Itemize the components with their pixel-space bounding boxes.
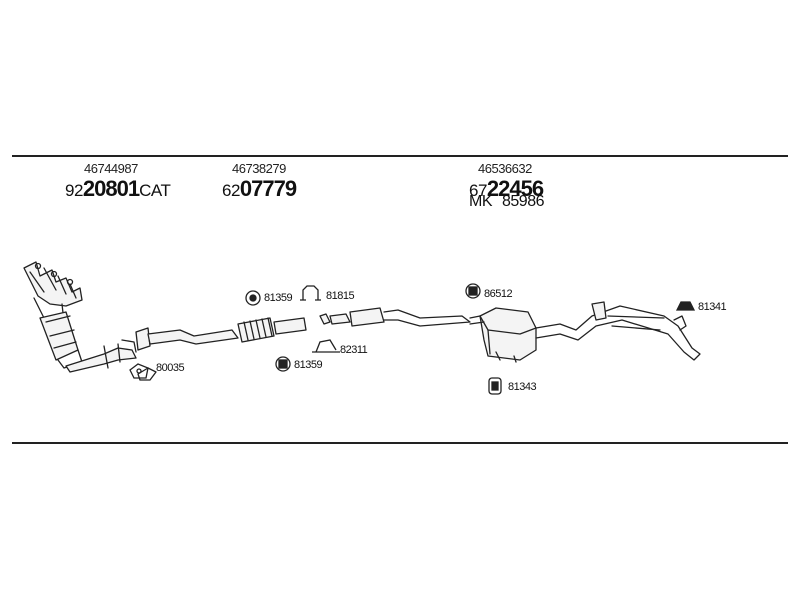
part-number: 81815 (326, 290, 355, 302)
group-1-code-main: 20801 (82, 176, 140, 201)
group-3-mk-number: 85986 (502, 193, 545, 210)
group-3-code-prefix: 67 (469, 181, 487, 200)
part-label-82311: 82311 (340, 344, 368, 356)
tail-pipe (535, 301, 701, 361)
group-2-code-prefix: 62 (222, 181, 240, 200)
nut-icon (245, 290, 261, 306)
group-3-mk-prefix: MK (469, 193, 493, 210)
rubber-mount-icon (675, 301, 696, 311)
gasket-icon (129, 363, 149, 379)
group-3-mk-code: MK 85986 (469, 193, 554, 211)
u-bolt-clamp-icon (312, 339, 340, 353)
bracket-icon (488, 377, 502, 395)
group-1-code-prefix: 92 (65, 181, 83, 200)
rear-silencer (469, 307, 537, 363)
part-label-81815: 81815 (326, 290, 355, 302)
group-1-code: 9220801CAT (65, 176, 171, 202)
exhaust-manifold (23, 261, 83, 323)
group-3-code: 6722456 (469, 176, 544, 202)
front-pipe (65, 339, 137, 373)
part-label-86512: 86512 (484, 288, 513, 300)
intermediate-pipe (135, 327, 239, 351)
group-2-code: 6207779 (222, 176, 297, 202)
group-3-part-number: 46536632 (478, 161, 532, 176)
part-label-81359-lower: 81359 (294, 359, 323, 371)
gasket-80035-drawing (137, 367, 157, 381)
flex-pipe (237, 317, 307, 343)
catalytic-converter (39, 311, 83, 369)
group-2-part-number: 46738279 (232, 161, 286, 176)
top-divider (12, 155, 788, 157)
bottom-divider (12, 442, 788, 444)
part-label-81343: 81343 (508, 381, 537, 393)
part-number: 82311 (340, 344, 368, 356)
part-number: 81359 (264, 292, 293, 304)
part-number: 81343 (508, 381, 537, 393)
part-number: 81359 (294, 359, 323, 371)
group-1-code-suffix: CAT (139, 181, 171, 200)
bolt-icon (465, 283, 481, 299)
group-3-code-main: 22456 (486, 176, 544, 201)
part-number: 86512 (484, 288, 513, 300)
part-number: 80035 (156, 362, 185, 374)
clamp-icon (300, 285, 321, 301)
group-1-part-number: 46744987 (84, 161, 138, 176)
nut-icon (275, 356, 291, 372)
part-label-81359-upper: 81359 (264, 292, 293, 304)
center-pipe (319, 307, 471, 327)
group-2-code-main: 07779 (239, 176, 297, 201)
part-label-80035: 80035 (156, 362, 185, 374)
part-label-81341: 81341 (698, 301, 727, 313)
part-number: 81341 (698, 301, 727, 313)
